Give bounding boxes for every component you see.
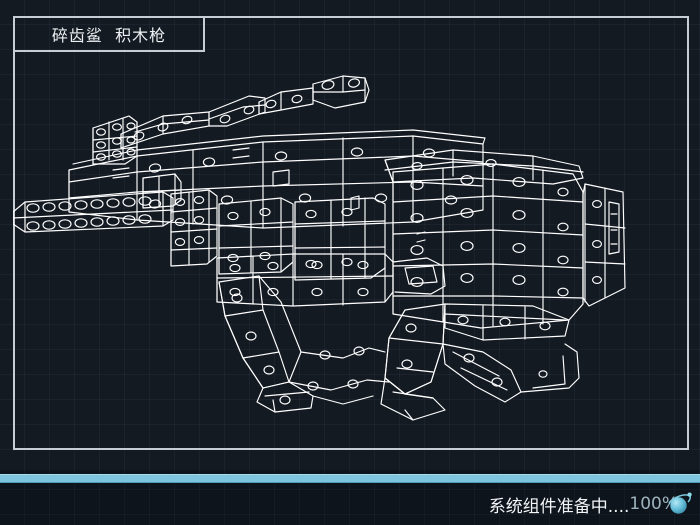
drawing-magazine-well [218, 197, 294, 275]
drawing-upper-receiver [120, 75, 370, 149]
drawing-trigger-guard [392, 257, 446, 295]
status-bar: 系统组件准备中.... 100% [0, 487, 700, 521]
drawing-rear-strut [442, 343, 522, 403]
planet-loading-icon [664, 489, 694, 519]
blueprint-drawing [13, 52, 689, 450]
title-block: 碎齿鲨 积木枪 [13, 16, 205, 52]
progress-bar-fill [0, 474, 700, 483]
page-title: 碎齿鲨 积木枪 [51, 26, 167, 45]
status-message: 系统组件准备中.... [488, 496, 630, 517]
drawing-detail-hatch [520, 343, 580, 393]
drawing-lower-rail [216, 253, 394, 307]
drawing-front-block [170, 189, 218, 267]
drawing-barrel-assembly [13, 191, 174, 233]
drawing-rear-bottom-plate [444, 303, 570, 341]
drawing-front-top-bracket [92, 115, 138, 165]
progress-bar-track [0, 474, 700, 483]
drawing-frame-top-edge [204, 16, 689, 18]
drawing-rear-stock-top [384, 149, 584, 185]
drawing-main-body [68, 129, 486, 229]
drawing-rear-receiver-block [392, 163, 584, 329]
drawing-lower-links [288, 346, 390, 405]
drawing-fine-details [112, 147, 620, 255]
drawing-grip-front [218, 275, 314, 413]
drawing-side-panel-right [582, 183, 626, 307]
status-percent: 100% [629, 494, 678, 514]
drawing-grip-rear [380, 303, 446, 421]
drawing-mid-frame [294, 197, 386, 281]
